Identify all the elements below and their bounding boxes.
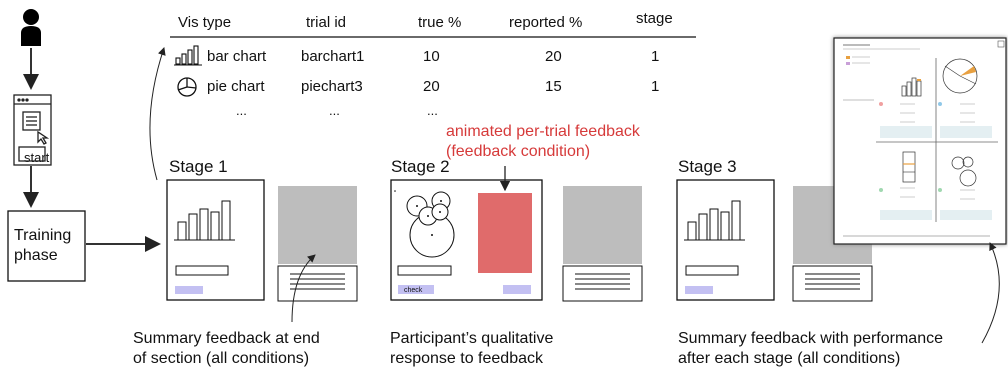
ellipsis-true: ... (427, 103, 438, 118)
stage3-panel (676, 179, 775, 301)
stage1-panel (166, 179, 265, 301)
row2-stage: 1 (651, 78, 660, 95)
performance-summary-thumbnail (833, 37, 1007, 245)
stage-2-label: Stage 2 (391, 157, 450, 176)
stage2-response (562, 186, 643, 302)
header-reported-pct: reported % (509, 14, 583, 31)
ellipsis-id: ... (329, 103, 340, 118)
stage1-summary (277, 186, 358, 302)
row2-vis: pie chart (207, 78, 265, 95)
feedback-condition-label: animated per-trial feedback (feedback co… (446, 123, 640, 160)
header-stage: stage (636, 10, 673, 27)
caption-qualitative: Participant’s qualitative response to fe… (390, 330, 554, 367)
stage-3-label: Stage 3 (678, 157, 737, 176)
row2-id: piechart3 (301, 78, 363, 95)
pie-chart-icon (177, 77, 197, 97)
row2-true: 20 (423, 78, 440, 95)
header-vis-type: Vis type (178, 14, 232, 31)
caption-summary-performance: Summary feedback with performance after … (678, 330, 943, 367)
arrow-summary-performance (981, 242, 1000, 344)
ellipsis-vis: ... (236, 103, 247, 118)
start-screen-icon (13, 94, 52, 166)
header-trial-id: trial id (306, 14, 347, 31)
check-button-label: check (404, 287, 423, 294)
stage2-panel: check (390, 179, 543, 301)
row1-stage: 1 (651, 48, 660, 65)
stage-1-label: Stage 1 (169, 157, 228, 176)
training-phase-label: Training phase (14, 227, 72, 264)
row2-reported: 15 (545, 78, 562, 95)
arrow-summary-end (291, 254, 316, 323)
caption-summary-end: Summary feedback at end of section (all … (133, 330, 320, 367)
row1-true: 10 (423, 48, 440, 65)
arrow-stage1-to-table (149, 47, 166, 181)
training-phase-box (7, 210, 86, 282)
person-icon (21, 9, 41, 46)
bar-chart-icon (174, 45, 202, 66)
header-true-pct: true % (418, 14, 462, 31)
row1-id: barchart1 (301, 48, 365, 65)
row1-reported: 20 (545, 48, 562, 65)
row1-vis: bar chart (207, 48, 267, 65)
